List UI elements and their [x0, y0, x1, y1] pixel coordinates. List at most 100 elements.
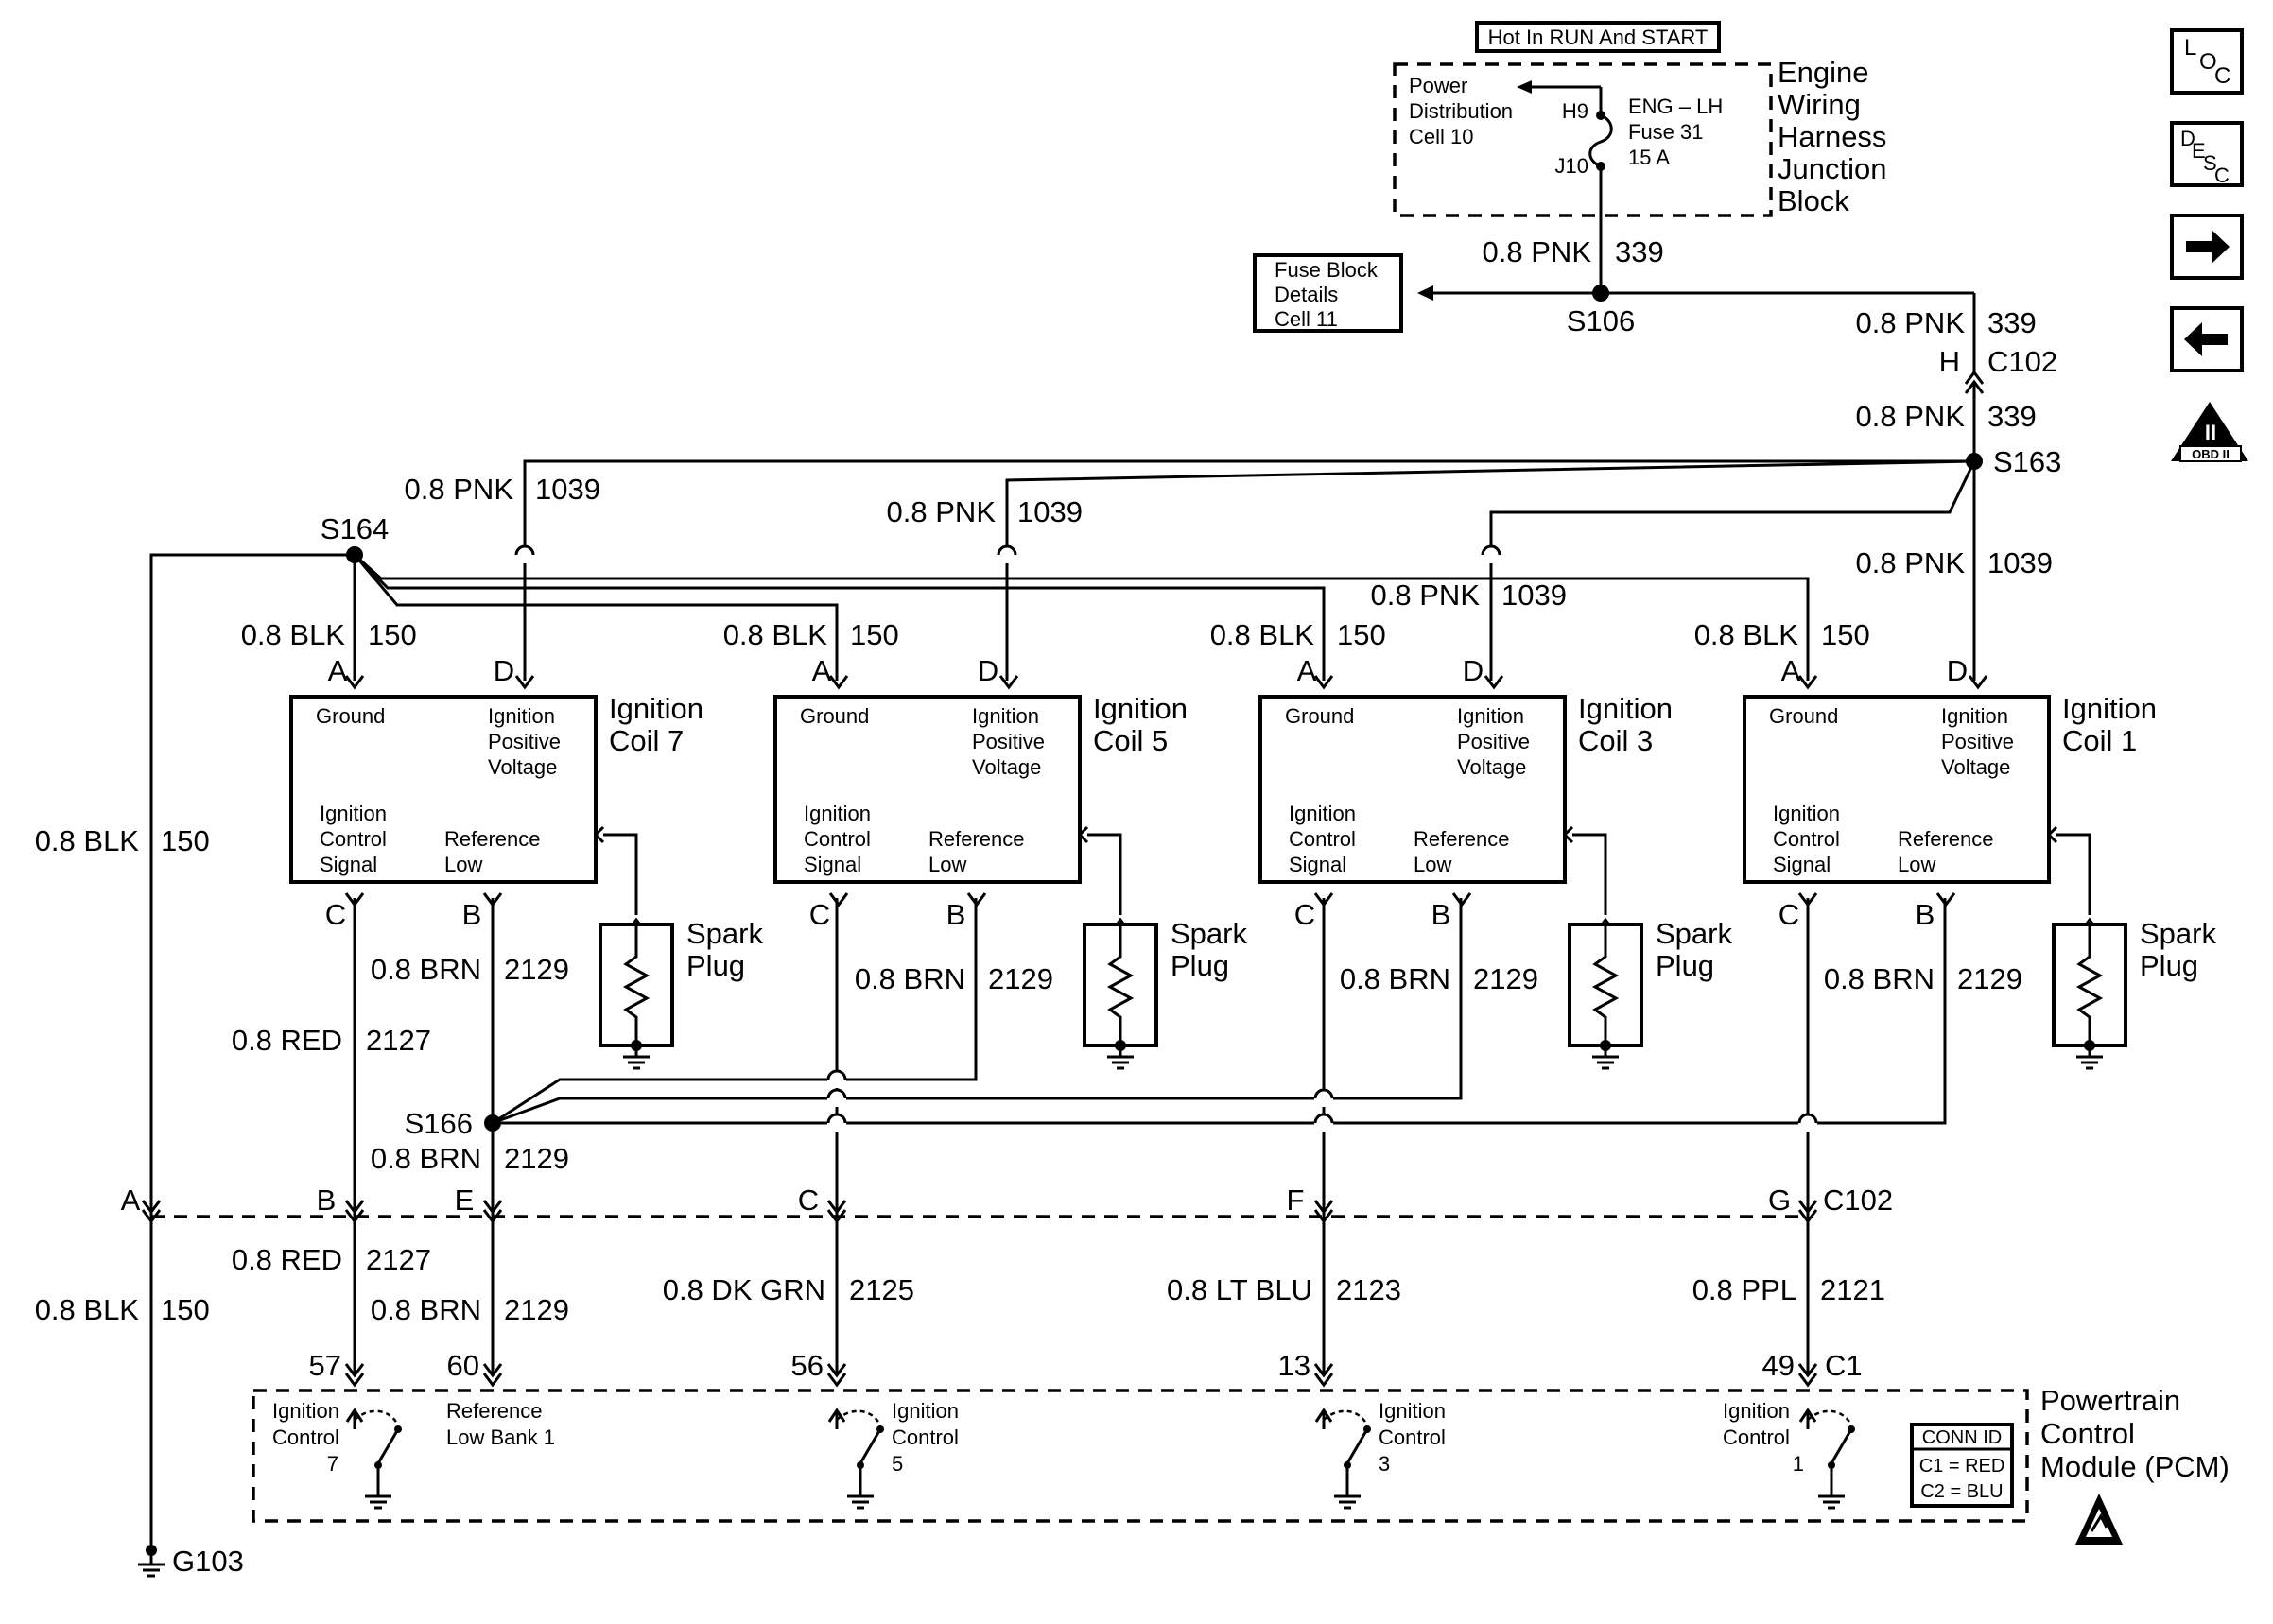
pcm-control-label: 7 [327, 1452, 338, 1476]
c102-pin-e: E [455, 1183, 475, 1217]
wire-1039-coil3-circuit: 1039 [1501, 579, 1567, 612]
coil-control-label: Signal [804, 853, 861, 876]
coil-positive-label: Voltage [1457, 755, 1526, 779]
wire-2129-coil5 [492, 898, 978, 1125]
conn-id-c2: C2 = BLU [1920, 1481, 2003, 1502]
coil-name: Coil 7 [609, 724, 684, 757]
coil-control-label: Signal [320, 853, 377, 876]
wire-1039-coil7-circuit: 1039 [535, 473, 600, 506]
coil-input-connector [998, 675, 1019, 690]
pcm-control-drivers: IgnitionControl7IgnitionControl5Ignition… [272, 1399, 1855, 1510]
wire-150-lower-gauge: 0.8 BLK [35, 1293, 140, 1326]
power-dist-arrow [1517, 80, 1532, 94]
coil-name: Ignition [609, 692, 703, 725]
c102-pin-f: F [1287, 1183, 1305, 1217]
next-arrow-button[interactable] [2170, 214, 2244, 280]
svg-text:Cell 10: Cell 10 [1409, 125, 1473, 148]
pcm-control-label: Control [272, 1425, 339, 1449]
wire-2127-lower-circuit: 2127 [366, 1243, 431, 1276]
prev-arrow-button[interactable] [2170, 306, 2244, 372]
coil-pin-c: C [1778, 898, 1799, 931]
wire-2129-coil-circuit: 2129 [1957, 962, 2022, 995]
wire-2129-coil3 [492, 898, 1463, 1125]
wire-339-lower-circuit: 339 [1987, 400, 2037, 433]
pcm-control-label: 3 [1379, 1452, 1390, 1476]
spark-plug-ground-icon [1590, 1045, 1621, 1070]
svg-text:15 A: 15 A [1628, 146, 1670, 169]
coil-input-connector [1313, 675, 1334, 690]
wire-339-lower-gauge: 0.8 PNK [1856, 400, 1966, 433]
svg-text:O: O [2199, 49, 2217, 75]
svg-text:E: E [2192, 139, 2206, 163]
wire-1039-coil5 [1005, 459, 1975, 681]
coil-pin-d: D [494, 654, 514, 687]
coil-pin-c: C [1294, 898, 1315, 931]
svg-text:S: S [2203, 151, 2217, 175]
desc-button[interactable]: D E S C [2170, 121, 2244, 187]
pcm-control-label: Ignition [892, 1399, 959, 1423]
hot-label: Hot In RUN And START [1488, 26, 1709, 49]
svg-text:Harness: Harness [1778, 120, 1886, 153]
coil-body [1258, 695, 1567, 884]
wire-150-coil3-circuit: 150 [1337, 618, 1386, 651]
c1-pin-56: 56 [791, 1349, 824, 1382]
spark-plug-label: Spark [686, 917, 763, 950]
pcm-control-label: Control [892, 1425, 959, 1449]
esd-warning-icon [2075, 1494, 2123, 1545]
coil-pin-a: A [328, 654, 348, 687]
coil-name: Coil 1 [2062, 724, 2137, 757]
spark-plug-ground-icon [1105, 1045, 1136, 1070]
svg-text:Power: Power [1409, 74, 1467, 97]
spark-plug-label: Plug [686, 949, 745, 982]
wire-2129-coil1 [493, 898, 1947, 1125]
fuse-pin-h9-label: H9 [1562, 99, 1588, 123]
svg-text:Engine: Engine [1778, 56, 1869, 89]
loc-button[interactable]: L O C [2170, 28, 2244, 95]
hot-in-run-start-box [1475, 21, 1721, 53]
coil-reference-label: Reference [1414, 827, 1510, 851]
wire-2127-lower-gauge: 0.8 RED [232, 1243, 342, 1276]
ground-g103-node [146, 1545, 157, 1556]
wire-150-coil5-gauge: 0.8 BLK [723, 618, 828, 651]
svg-text:Wiring: Wiring [1778, 88, 1861, 121]
pcm-driver-ground-icon [1816, 1485, 1847, 1510]
pcm-reference-label: Reference Low Bank 1 [446, 1399, 555, 1449]
wire-crossovers [514, 544, 1818, 1132]
svg-text:Junction: Junction [1778, 152, 1886, 185]
splice-s106 [1592, 285, 1609, 302]
coil-pin-a: A [1781, 654, 1801, 687]
spark-plug-node [1600, 1040, 1611, 1051]
wire-339-upper-gauge: 0.8 PNK [1856, 306, 1966, 339]
c102-pin-a: A [121, 1183, 141, 1217]
pcm-box [252, 1389, 2029, 1523]
coil-positive-label: Ignition [972, 704, 1039, 728]
c102-h-connector-top [1964, 370, 1985, 385]
svg-text:ENG – LH: ENG – LH [1628, 95, 1723, 118]
c102-label-top: C102 [1987, 345, 2057, 378]
coil-pin-b: B [1916, 898, 1935, 931]
svg-text:Distribution: Distribution [1409, 99, 1513, 123]
c102-pin-c: C [798, 1183, 819, 1217]
coil-reference-label: Reference [1898, 827, 1994, 851]
wire-2129-coil-circuit: 2129 [504, 953, 569, 986]
wire-150-ground-circuit: 150 [161, 824, 210, 857]
wire-1039-coil5-gauge: 0.8 PNK [887, 495, 997, 528]
pcm-control-label: 5 [892, 1452, 903, 1476]
c102-label: C102 [1823, 1183, 1893, 1217]
coil-positive-label: Voltage [488, 755, 557, 779]
conn-id-box [1910, 1423, 2014, 1508]
coil-input-connector [1968, 675, 1988, 690]
wire-2125-circuit: 2125 [849, 1273, 914, 1306]
coil-control-label: Control [1773, 827, 1840, 851]
coil-pin-c: C [325, 898, 346, 931]
coil-reference-label: Low [928, 853, 966, 876]
wire-150-coil5-circuit: 150 [850, 618, 899, 651]
coil-reference-label: Low [1414, 853, 1451, 876]
coil-control-label: Control [804, 827, 871, 851]
coil-positive-label: Ignition [1941, 704, 2008, 728]
